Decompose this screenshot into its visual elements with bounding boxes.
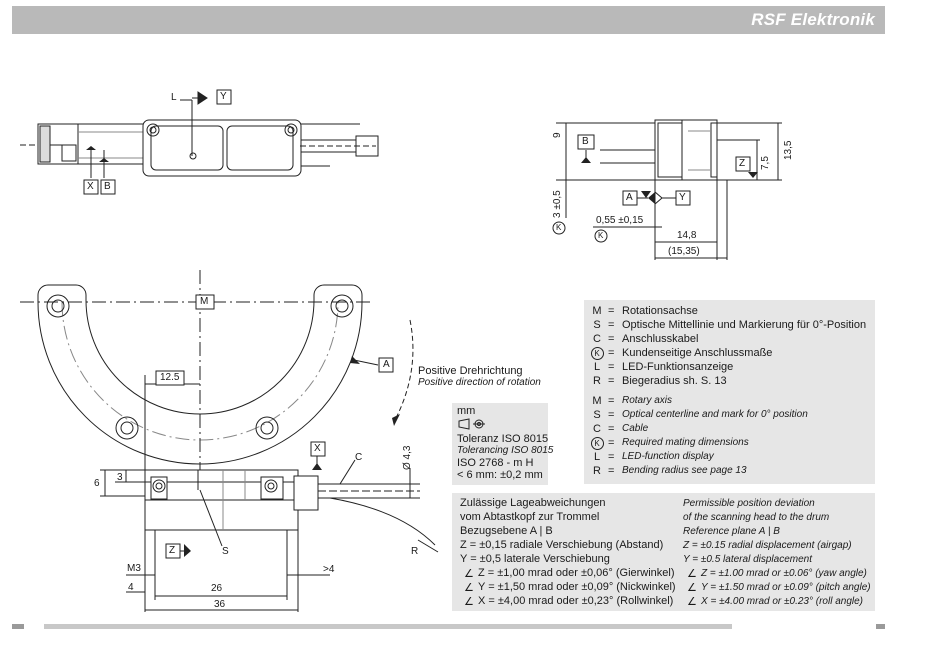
label-Y-top: Y [220, 91, 227, 102]
side-view [552, 119, 782, 260]
dev-ax-de: X = ±4,00 mrad oder ±0,23° (Rollwinkel) [478, 595, 674, 607]
legend-box: M= Rotationsachse S= Optische Mittellini… [584, 300, 875, 484]
label-A-side: A [626, 192, 633, 203]
angle-icon: ∠ [464, 568, 474, 580]
dev-y-en: Y = ±0.5 lateral displacement [683, 554, 812, 565]
dev-ref-de: Bezugsebene A | B [460, 525, 553, 537]
dim-9: 9 [552, 132, 563, 138]
dim-13-5: 13,5 [783, 140, 794, 160]
dim-6: 6 [94, 478, 100, 489]
label-X-front: X [314, 443, 321, 454]
label-B-top: B [104, 181, 111, 192]
dim-7-5: 7,5 [760, 156, 771, 170]
dev-z-en: Z = ±0.15 radial displacement (airgap) [683, 540, 852, 551]
dim-M3: M3 [127, 563, 141, 574]
label-B-side: B [582, 136, 589, 147]
dim-12-5: 12.5 [160, 372, 180, 383]
front-view [20, 270, 439, 612]
dev-ay-de: Y = ±1,50 mrad oder ±0,09° (Nickwinkel) [478, 581, 676, 593]
k-symbol-2: K [598, 231, 604, 240]
dim-0-55: 0,55 ±0,15 [596, 215, 644, 226]
brand-logo: RSF Elektronik [751, 10, 875, 29]
dev-y-de: Y = ±0,5 laterale Verschiebung [460, 553, 610, 565]
deviation-box: Zulässige Lageabweichungen vom Abtastkop… [452, 493, 875, 611]
tolerance-line3: ISO 2768 - m H [457, 457, 534, 469]
dev-ay-en: Y = ±1.50 mrad or ±0.09° (pitch angle) [701, 582, 871, 593]
angle-icon: ∠ [687, 596, 697, 608]
dim-gt4: >4 [323, 564, 335, 575]
angle-icon: ∠ [687, 568, 697, 580]
angle-icon: ∠ [464, 596, 474, 608]
footer-tick-left [12, 624, 24, 629]
footer-tick-right [876, 624, 885, 629]
dev-title1-de: Zulässige Lageabweichungen [460, 497, 606, 509]
angle-icon: ∠ [464, 582, 474, 594]
angle-icon: ∠ [687, 582, 697, 594]
label-C: C [355, 452, 363, 463]
dim-15-35: (15,35) [668, 246, 700, 257]
label-Z-side: Z [739, 158, 746, 169]
dev-az-de: Z = ±1,00 mrad oder ±0,06° (Gierwinkel) [478, 567, 675, 579]
tolerance-line4: < 6 mm: ±0,2 mm [457, 469, 543, 481]
tolerance-line1: Toleranz ISO 8015 [457, 433, 549, 445]
rotation-label-en: Positive direction of rotation [418, 377, 541, 388]
header-bar: RSF Elektronik [12, 6, 885, 34]
dev-z-de: Z = ±0,15 radiale Verschiebung (Abstand) [460, 539, 664, 551]
dim-26: 26 [211, 583, 223, 594]
label-Z-front: Z [169, 545, 176, 556]
dev-ref-en: Reference plane A | B [683, 526, 780, 537]
label-R: R [411, 546, 419, 557]
label-A-front: A [383, 359, 390, 370]
dim-4-3: Ø 4,3 [402, 445, 413, 470]
k-symbol-1: K [556, 223, 562, 232]
dev-title2-en: of the scanning head to the drum [683, 512, 830, 523]
dev-az-en: Z = ±1.00 mrad or ±0.06° (yaw angle) [701, 568, 867, 579]
projection-symbol-icon [458, 418, 485, 430]
tolerance-line2: Tolerancing ISO 8015 [457, 445, 554, 456]
tolerance-box: mm Toleranz ISO 8015 Tolerancing ISO 801… [452, 403, 553, 485]
label-S: S [222, 546, 229, 557]
dev-title1-en: Permissible position deviation [683, 498, 815, 509]
dim-3: 3 [117, 472, 123, 483]
dim-4: 4 [128, 582, 134, 593]
dim-3-05: 3 ±0,5 [552, 190, 563, 218]
label-X-top: X [87, 181, 94, 192]
footer-bar [44, 624, 732, 629]
label-L: L [171, 92, 177, 103]
tolerance-unit: mm [457, 405, 476, 417]
dev-title2-de: vom Abtastkopf zur Trommel [460, 511, 600, 523]
label-Y-side: Y [679, 192, 686, 203]
dim-14-8: 14,8 [677, 230, 697, 241]
rotation-label-de: Positive Drehrichtung [418, 365, 523, 377]
label-M: M [200, 296, 209, 307]
dev-ax-en: X = ±4.00 mrad or ±0.23° (roll angle) [701, 596, 863, 607]
top-view [20, 89, 379, 195]
dim-36: 36 [214, 599, 226, 610]
